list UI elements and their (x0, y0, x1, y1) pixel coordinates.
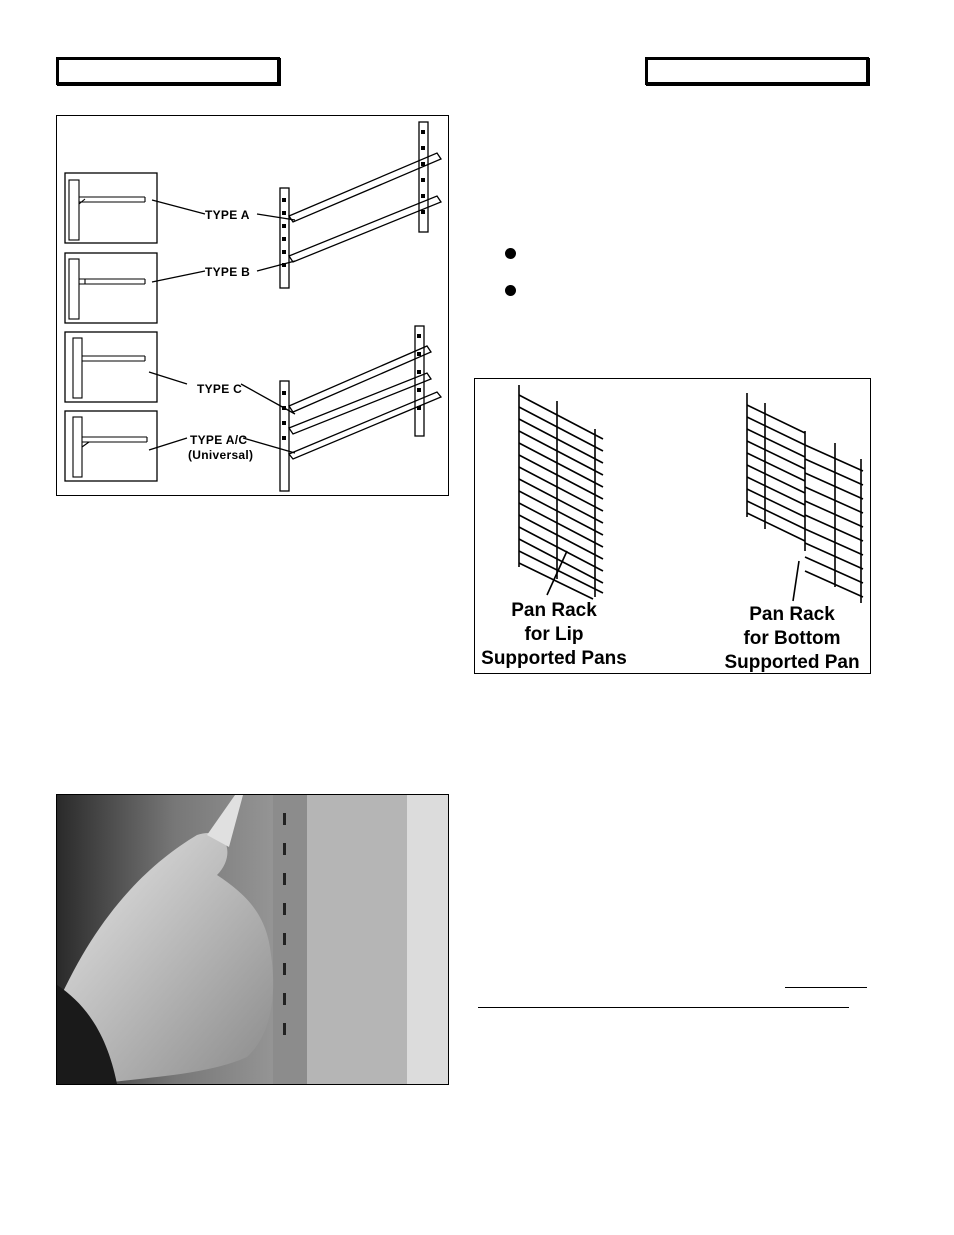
bottom-rack-caption: Pan Rack for Bottom Supported Pan (717, 603, 867, 673)
lower-front-upright (279, 380, 290, 492)
pan-racks-figure: Pan Rack for Lip Supported Pans Pan Rack… (474, 378, 871, 674)
type-c-inset (64, 331, 158, 403)
type-ac-note: (Universal) (188, 448, 254, 462)
underline-short (785, 987, 867, 988)
bottom-caption-line-1: Pan Rack (749, 604, 835, 625)
bullet-2 (505, 285, 516, 296)
pan-racks-drawing (518, 385, 864, 603)
lip-rack-caption: Pan Rack for Lip Supported Pans (475, 599, 633, 671)
installation-photo-image (57, 795, 448, 1084)
header-box-right (645, 57, 869, 85)
type-a-inset (64, 172, 158, 244)
lip-caption-line-2: for Lip (524, 624, 584, 645)
type-c-label: TYPE C (197, 382, 243, 396)
lip-caption-line-1: Pan Rack (511, 600, 597, 621)
upper-front-upright (279, 187, 290, 289)
type-b-label: TYPE B (205, 265, 251, 279)
type-b-inset (64, 252, 158, 324)
lower-rear-upright (414, 325, 425, 437)
rack-types-figure: TYPE A TYPE B TYPE C TYPE A/C (Universal… (56, 115, 449, 496)
underline-long (478, 1007, 849, 1008)
type-ac-label: TYPE A/C (190, 433, 248, 447)
installation-photo (56, 794, 449, 1085)
type-a-label: TYPE A (205, 208, 250, 222)
lip-caption-line-3: Supported Pans (481, 648, 627, 669)
bottom-caption-line-2: for Bottom (743, 628, 841, 649)
type-ac-inset (64, 410, 158, 482)
rack-types-drawing (64, 121, 443, 492)
upper-rear-upright (418, 121, 429, 233)
bottom-caption-line-3: Supported Pan (724, 652, 860, 673)
header-box-left (56, 57, 280, 85)
bullet-1 (505, 248, 516, 259)
